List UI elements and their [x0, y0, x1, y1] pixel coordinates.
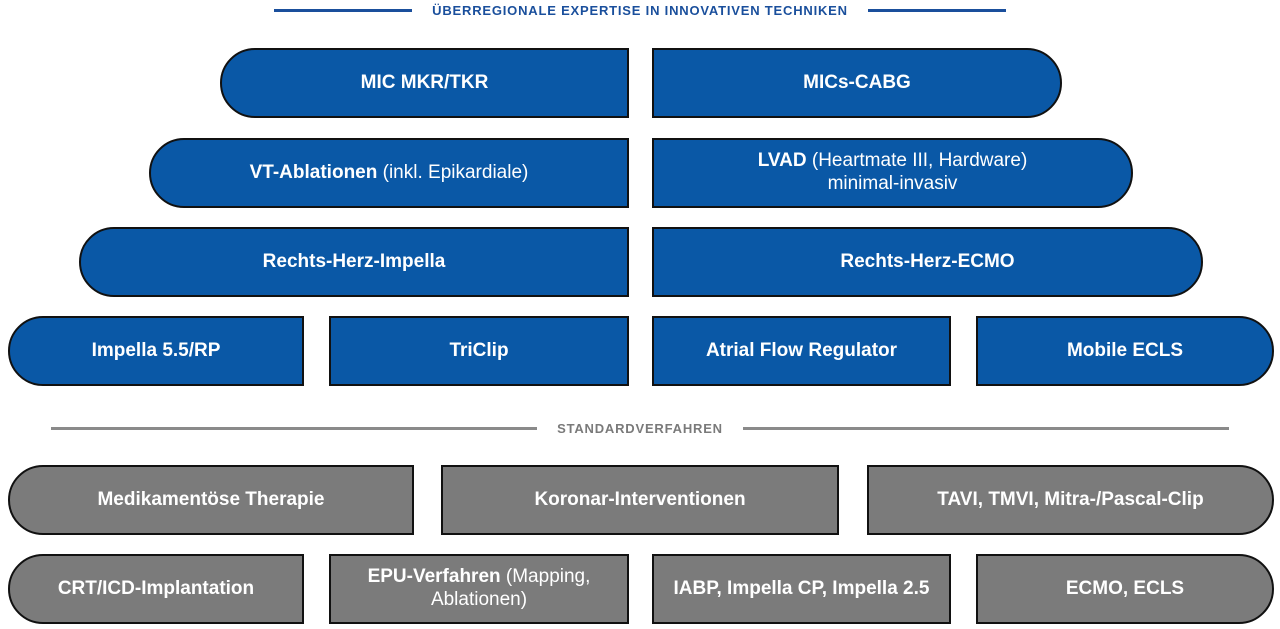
box-iabp-impella: IABP, Impella CP, Impella 2.5 [652, 554, 951, 624]
box-koronar-interventionen: Koronar-Interventionen [441, 465, 839, 535]
box-label: Rechts-Herz-ECMO [840, 250, 1015, 272]
box-tavi-tmvi: TAVI, TMVI, Mitra-/Pascal-Clip [867, 465, 1274, 535]
box-label: Mobile ECLS [1066, 339, 1184, 361]
header-rule-right [742, 426, 1229, 430]
box-label: Atrial Flow Regulator [705, 339, 898, 361]
box-crt-icd: CRT/ICD-Implantation [8, 554, 304, 624]
box-label: Rechts-Herz-Impella [262, 250, 446, 272]
box-label: MICs-CABG [803, 71, 911, 93]
box-mobile-ecls: Mobile ECLS [976, 316, 1274, 386]
header-rule-left [274, 8, 413, 12]
header-rule-left [51, 426, 538, 430]
box-label-bold: EPU-Verfahren [367, 566, 501, 588]
standard-title: STANDARDVERFAHREN [557, 420, 723, 436]
box-impella-55-rp: Impella 5.5/RP [8, 316, 304, 386]
innovative-header: ÜBERREGIONALE EXPERTISE IN INNOVATIVEN T… [0, 0, 1280, 20]
box-label: IABP, Impella CP, Impella 2.5 [673, 577, 930, 599]
box-vt-ablationen: VT-Ablationen (inkl. Epikardiale) [149, 138, 629, 208]
box-label-line2: Ablationen) [430, 589, 528, 610]
box-rechts-herz-ecmo: Rechts-Herz-ECMO [652, 227, 1203, 297]
box-label-note: (inkl. Epikardiale) [377, 161, 529, 183]
box-atrial-flow-regulator: Atrial Flow Regulator [652, 316, 951, 386]
box-label: TriClip [449, 339, 509, 361]
box-label: Koronar-Interventionen [534, 488, 746, 510]
box-label: ECMO, ECLS [1065, 577, 1185, 599]
standard-header: STANDARDVERFAHREN [0, 418, 1280, 438]
box-label-bold: LVAD [757, 150, 807, 172]
box-label: CRT/ICD-Implantation [57, 577, 255, 599]
innovative-title: ÜBERREGIONALE EXPERTISE IN INNOVATIVEN T… [432, 2, 848, 18]
box-label: Impella 5.5/RP [91, 339, 221, 361]
box-rechts-herz-impella: Rechts-Herz-Impella [79, 227, 629, 297]
box-triclip: TriClip [329, 316, 629, 386]
box-lvad: LVAD (Heartmate III, Hardware) minimal-i… [652, 138, 1133, 208]
box-epu-verfahren: EPU-Verfahren (Mapping, Ablationen) [329, 554, 629, 624]
box-label-bold: VT-Ablationen [249, 161, 378, 183]
box-label-note: (Heartmate III, Hardware) [806, 150, 1028, 172]
box-label: TAVI, TMVI, Mitra-/Pascal-Clip [937, 488, 1204, 510]
box-label: MIC MKR/TKR [360, 71, 489, 93]
box-mics-cabg: MICs-CABG [652, 48, 1062, 118]
box-label-line2: minimal-invasiv [827, 173, 958, 194]
box-ecmo-ecls: ECMO, ECLS [976, 554, 1274, 624]
box-medikamentoese-therapie: Medikamentöse Therapie [8, 465, 414, 535]
box-label-note: (Mapping, [500, 566, 591, 588]
box-mic-mkr-tkr: MIC MKR/TKR [220, 48, 629, 118]
box-label: Medikamentöse Therapie [97, 488, 325, 510]
header-rule-right [867, 8, 1006, 12]
